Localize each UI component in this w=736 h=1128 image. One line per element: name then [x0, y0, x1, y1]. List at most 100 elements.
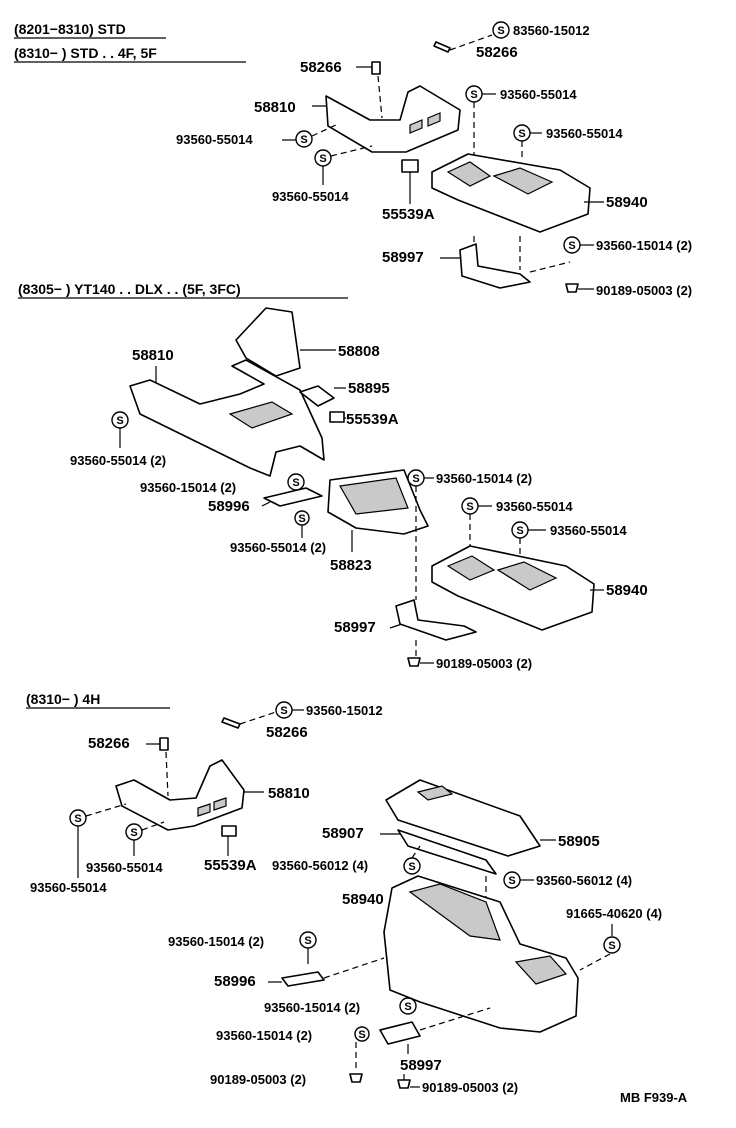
screw-symbol-icon: S: [287, 473, 305, 491]
section-4h-header: (8310− ) 4H: [26, 691, 100, 707]
screw-symbol-icon: S: [503, 871, 521, 889]
svg-text:S: S: [404, 1001, 411, 1013]
nut-part: [349, 1073, 363, 1083]
label-93560-55014: 93560-55014: [86, 860, 163, 875]
label-93560-55014: 93560-55014: [546, 126, 623, 141]
clip-55539a-part: [329, 411, 345, 423]
screw-symbol-icon: S: [299, 931, 317, 949]
label-91665-40620: 91665-40620 (4): [566, 906, 662, 921]
label-58810: 58810: [268, 785, 310, 802]
label-93560-15014-2: 93560-15014 (2): [264, 1000, 360, 1015]
label-93560-55014-2: 93560-55014 (2): [70, 453, 166, 468]
label-58266: 58266: [476, 44, 518, 61]
recess-part: [408, 883, 568, 985]
recess-part: [416, 785, 454, 801]
section-std-header-2: (8310− ) STD . . 4F, 5F: [14, 45, 157, 61]
console-box-58940-part: [431, 153, 591, 233]
label-55539a: 55539A: [346, 411, 399, 428]
svg-text:S: S: [292, 477, 299, 489]
clip-55539a-part: [221, 825, 237, 837]
svg-text:S: S: [298, 513, 305, 525]
label-90189-05003: 90189-05003 (2): [422, 1080, 518, 1095]
screw-symbol-icon: S: [492, 21, 510, 39]
section-4h: (8310− ) 4H S 93560-15012 58266 58266 58…: [26, 691, 662, 1095]
section-yt140: (8305− ) YT140 . . DLX . . (5F, 3FC) 588…: [18, 281, 648, 671]
label-58895: 58895: [348, 380, 390, 397]
label-93560-15012: 93560-15012: [306, 703, 383, 718]
leader-line: [85, 803, 127, 817]
screw-symbol-icon: S: [314, 149, 332, 167]
clip-part: [159, 737, 169, 751]
label-93560-55014: 93560-55014: [30, 880, 107, 895]
leader-line: [323, 957, 385, 979]
label-93560-15014-2: 93560-15014 (2): [436, 471, 532, 486]
screw-symbol-icon: S: [407, 469, 425, 487]
recess-part: [228, 401, 294, 429]
svg-text:S: S: [497, 25, 504, 37]
nut-part: [397, 1079, 411, 1089]
bracket-58997-part: [379, 1021, 421, 1045]
label-55539a: 55539A: [382, 206, 435, 223]
label-58808: 58808: [338, 343, 380, 360]
label-90189-05003: 90189-05003 (2): [210, 1072, 306, 1087]
leader-line: [311, 123, 339, 137]
diagram-code: MB F939-A: [620, 1090, 688, 1105]
lid-58905-part: [385, 779, 541, 857]
svg-text:S: S: [74, 813, 81, 825]
shift-boot-58808-part: [235, 307, 301, 377]
screw-symbol-icon: S: [563, 236, 581, 254]
label-58905: 58905: [558, 833, 600, 850]
clip-part: [371, 61, 381, 75]
svg-text:S: S: [280, 705, 287, 717]
console-top-58810-part: [129, 359, 325, 477]
svg-text:S: S: [508, 875, 515, 887]
label-93560-55014: 93560-55014: [496, 499, 573, 514]
bracket-58997-part: [459, 243, 531, 289]
console-box-58940-part: [383, 875, 579, 1033]
label-93560-15014-2: 93560-15014 (2): [216, 1028, 312, 1043]
label-58940: 58940: [342, 891, 384, 908]
leader-line: [141, 821, 165, 831]
label-93560-55014-2: 93560-55014 (2): [230, 540, 326, 555]
screw-symbol-icon: S: [399, 997, 417, 1015]
label-93560-15014-2: 93560-15014 (2): [168, 934, 264, 949]
label-93560-55014: 93560-55014: [550, 523, 627, 538]
svg-text:S: S: [516, 525, 523, 537]
svg-text:S: S: [304, 935, 311, 947]
console-box-58940-part: [431, 545, 595, 631]
label-90189-05003: 90189-05003 (2): [596, 283, 692, 298]
label-58996: 58996: [208, 498, 250, 515]
svg-text:S: S: [358, 1029, 365, 1041]
hinge-58907-part: [397, 829, 497, 875]
leader-line: [419, 1007, 491, 1031]
label-93560-55014: 93560-55014: [500, 87, 577, 102]
screw-symbol-icon: S: [511, 521, 529, 539]
screw-symbol-icon: S: [603, 936, 621, 954]
label-58997: 58997: [400, 1057, 442, 1074]
slot-part: [197, 797, 227, 817]
bracket-58996-part: [263, 487, 323, 507]
leader-line: [579, 953, 611, 971]
label-93560-55014: 93560-55014: [272, 189, 349, 204]
section-std-header-1: (8201−8310) STD: [14, 21, 126, 37]
pin-58266-part: [221, 717, 241, 729]
section-std: (8201−8310) STD (8310− ) STD . . 4F, 5F …: [14, 21, 692, 298]
screw-symbol-icon: S: [275, 701, 293, 719]
bracket-58997-part: [395, 599, 477, 641]
bracket-58996-part: [281, 971, 325, 987]
leader-line: [261, 501, 271, 507]
recess-part: [446, 555, 558, 591]
pin-58266-part: [433, 41, 451, 53]
label-58996: 58996: [214, 973, 256, 990]
bracket-58810-part: [115, 759, 245, 831]
svg-text:S: S: [470, 89, 477, 101]
label-55539a: 55539A: [204, 857, 257, 874]
svg-text:S: S: [412, 473, 419, 485]
recess-part: [339, 477, 409, 515]
label-58997: 58997: [382, 249, 424, 266]
label-58907: 58907: [322, 825, 364, 842]
screw-symbol-icon: S: [111, 411, 129, 429]
label-58940: 58940: [606, 582, 648, 599]
screw-symbol-icon: S: [294, 510, 310, 526]
leader-line: [165, 751, 169, 797]
